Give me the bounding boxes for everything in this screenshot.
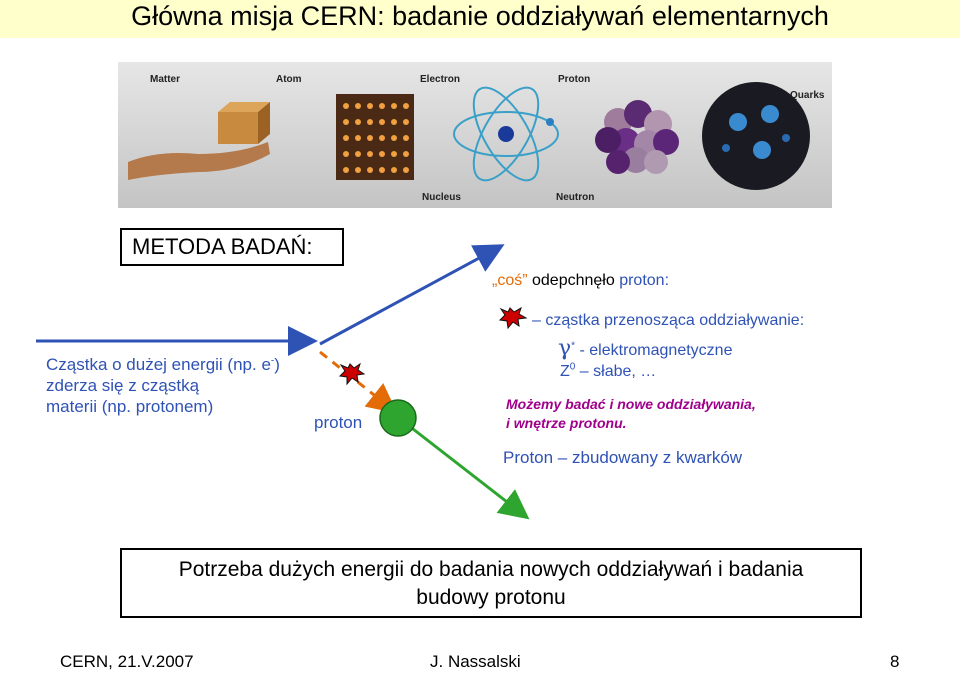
nucleus-cluster [595,100,679,174]
slide-title: Główna misja CERN: badanie oddziaływań e… [131,1,829,31]
exchange-boson-line [319,350,398,414]
gamma-star: * [571,340,576,352]
conclusion-line2: budowy protonu [416,586,566,609]
carrier-text: – cząstka przenosząca oddziaływanie: [532,312,805,329]
picture-label-electron: Electron [420,74,460,85]
electron-charge-sup: - [270,355,275,367]
cos-middle: odepchnęło [527,272,620,289]
interaction-starburst-icon [338,362,366,386]
proton-label: proton [314,413,363,432]
matter-hand [128,102,270,180]
collision-description: Cząstka o dużej energii (np. e-) zderza … [46,354,306,417]
footer-date: CERN, 21.V.2007 [60,652,194,671]
proton-with-quarks [702,82,810,190]
footer-page-number: 8 [890,652,900,671]
carrier-starburst-icon [498,306,528,330]
electron-orbits [453,86,559,182]
cos-proton: proton: [619,272,670,289]
z-symbol: Z [560,363,570,380]
picture-label-matter: Matter [150,74,180,85]
method-box: METODA BADAŃ: [120,228,344,266]
conclusion-box: Potrzeba dużych energii do badania nowyc… [120,548,862,618]
picture-label-nucleus: Nucleus [422,192,461,203]
title-bar [0,0,960,38]
picture-label-atom: Atom [276,74,302,85]
gamma-symbol: γ [558,336,572,361]
gamma-text: - elektromagnetyczne [575,342,733,359]
proton-quarks-text: Proton – zbudowany z kwarków [503,448,743,467]
desc-line1: Cząstka o dużej energii (np. e [46,355,271,374]
picture-label-quarks: Quarks [790,90,825,101]
matter-scale-image: Matter Atom Electron Proton Quarks Nucle… [118,62,832,208]
footer-author: J. Nassalski [430,652,521,671]
gamma-row: γ* - elektromagnetyczne [558,336,732,361]
z-zero: 0 [569,361,576,373]
outgoing-particle-line [319,244,505,346]
research-note: Możemy badać i nowe oddziaływania, i wnę… [506,395,826,433]
desc-line3: materii (np. protonem) [46,397,214,416]
atom-lattice [336,94,414,180]
matter-scale-illustration: Matter Atom Electron Proton Quarks Nucle… [118,62,832,208]
z-text: – słabe, … [575,363,657,380]
cos-quoted: „coś” [492,272,528,289]
z-row: Z0 – słabe, … [560,361,657,381]
picture-label-proton: Proton [558,74,590,85]
recoil-proton-line [403,420,530,520]
picture-label-neutron: Neutron [556,192,594,203]
conclusion-line1: Potrzeba dużych energii do badania nowyc… [178,558,804,581]
desc-line2: zderza się z cząstką [46,376,200,395]
research-note-line1: Możemy badać i nowe oddziaływania, [506,396,756,412]
proton-circle [379,399,417,437]
desc-line1-end: ) [274,355,280,374]
something-pushed-proton: „coś” odepchnęło proton: [492,272,669,290]
research-note-line2: i wnętrze protonu. [506,415,627,431]
